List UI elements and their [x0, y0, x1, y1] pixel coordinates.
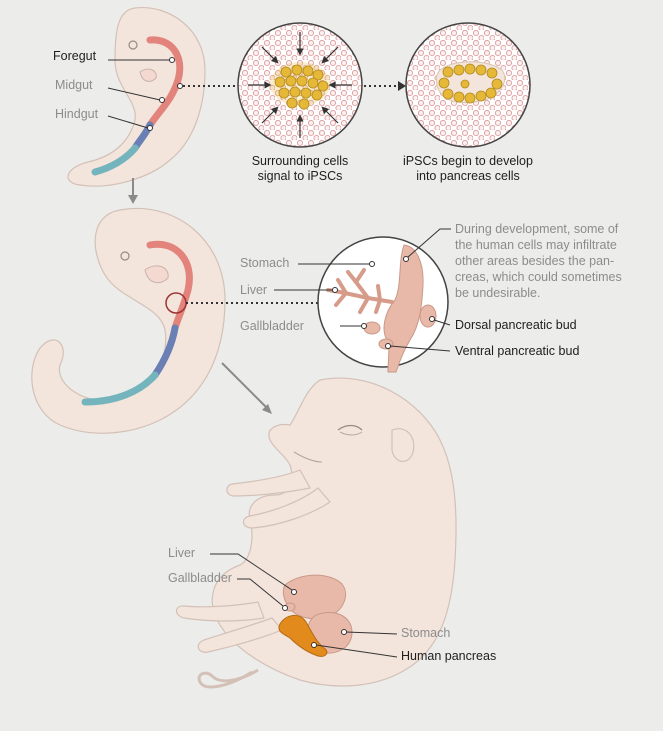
caption-ipscs-develop: iPSCs begin to develop into pancreas cel…: [403, 154, 533, 183]
signal-arrows: [248, 32, 352, 138]
eye-icon: [120, 251, 130, 261]
pancreatic-buds-zoom: [274, 228, 451, 373]
mid-embryo: [31, 208, 318, 434]
label-midgut: Midgut: [55, 78, 93, 92]
early-embryo: [67, 7, 236, 187]
foregut-tube: [146, 36, 184, 129]
label-hindgut: Hindgut: [55, 107, 99, 121]
pancreas-cell-cluster: [435, 61, 506, 104]
label-ventral-pancreatic-bud: Ventral pancreatic bud: [455, 344, 580, 358]
label-foregut: Foregut: [53, 49, 97, 63]
label-fetus-gallbladder: Gallbladder: [168, 571, 232, 585]
label-liver-bud: Liver: [240, 283, 268, 297]
label-stomach-bud: Stomach: [240, 256, 290, 270]
label-fetus-liver: Liver: [168, 546, 196, 560]
eye-icon: [128, 40, 138, 50]
liver-branches: [326, 268, 394, 314]
surrounding-cells-circle: [237, 22, 363, 148]
label-gallbladder-bud: Gallbladder: [240, 319, 304, 333]
hindgut-tube: [91, 144, 139, 176]
infiltration-note: During development, some of the human ce…: [455, 222, 622, 300]
label-human-pancreas: Human pancreas: [401, 649, 497, 663]
ipsc-cluster: [270, 62, 330, 110]
fetus: [175, 377, 457, 689]
developing-cells-circle: [405, 22, 531, 148]
caption-surrounding-cells: Surrounding cells signal to iPSCs: [251, 154, 349, 183]
closed-eye-icon: [337, 424, 363, 431]
label-fetus-stomach: Stomach: [401, 626, 451, 640]
label-dorsal-pancreatic-bud: Dorsal pancreatic bud: [455, 318, 577, 332]
